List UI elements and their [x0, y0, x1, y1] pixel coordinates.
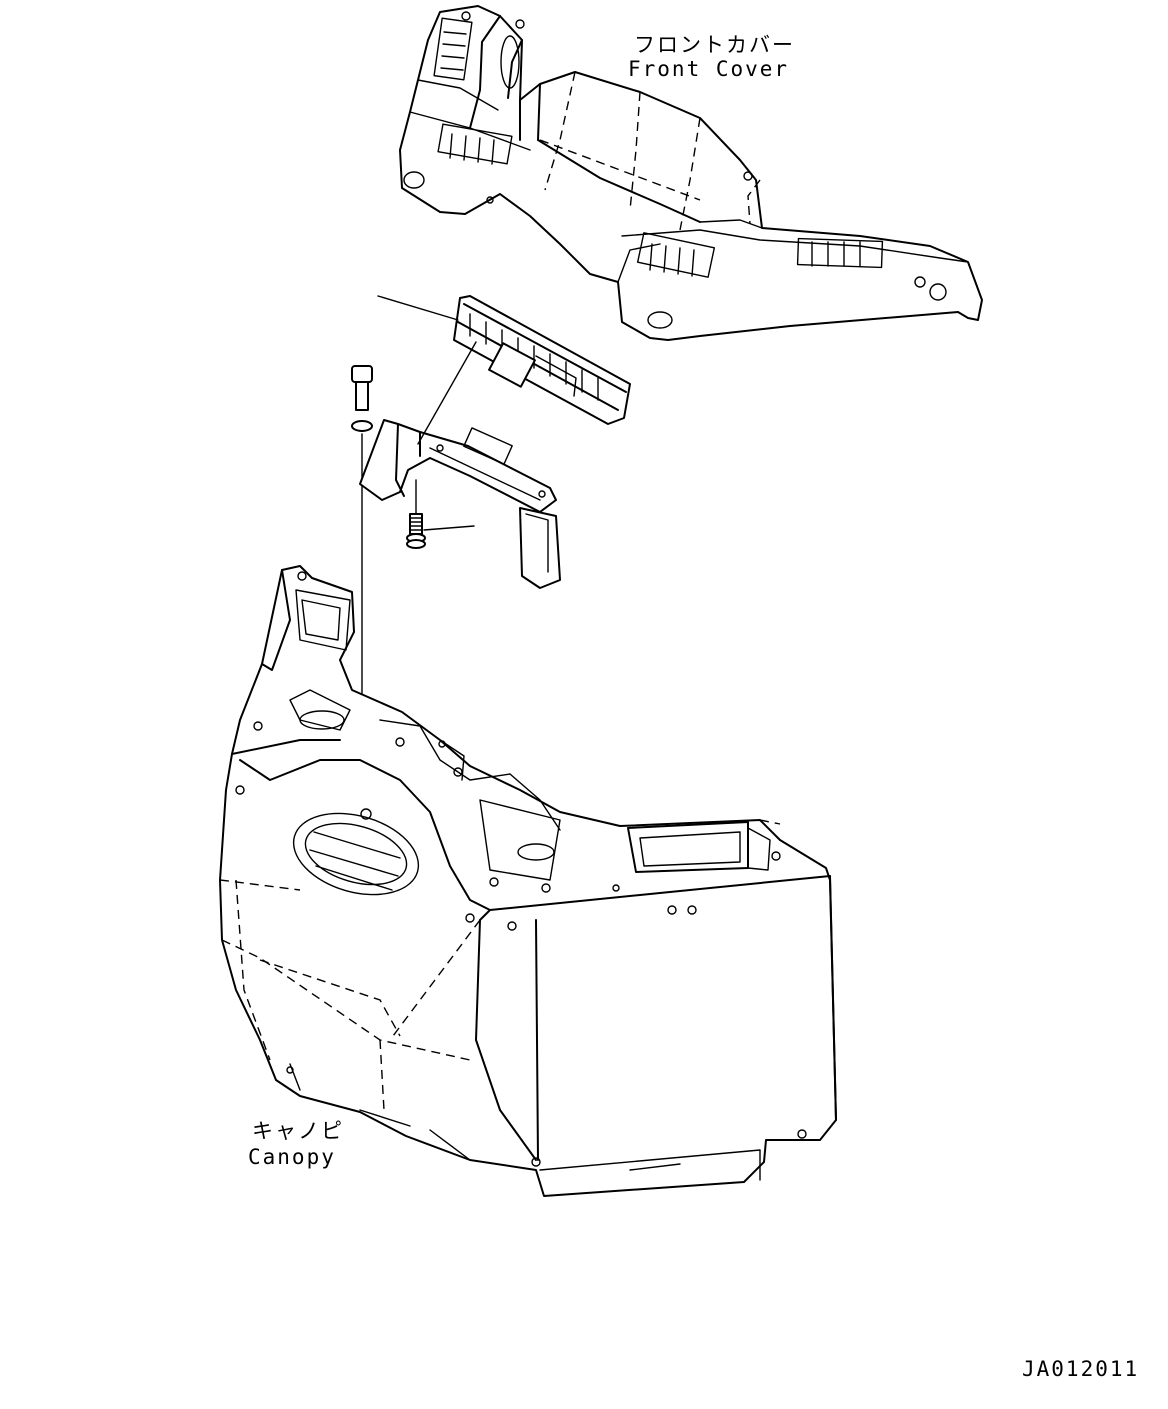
bolt-part	[351, 365, 373, 432]
canopy-label-en: Canopy	[248, 1145, 336, 1169]
monitor-part	[453, 295, 631, 425]
screw-leader-line	[423, 525, 475, 531]
front-cover-label-en: Front Cover	[628, 57, 790, 81]
canopy-label-jp: キャノピ	[252, 1119, 344, 1143]
drawing-number: JA012011	[1022, 1357, 1140, 1381]
front-cover-part	[399, 5, 983, 341]
mounting-bracket-part	[359, 419, 561, 589]
front-cover-label-jp: フロントカバー	[634, 33, 795, 57]
monitor-mount-line	[417, 341, 477, 445]
monitor-leader-line	[377, 295, 459, 321]
canopy-part	[219, 565, 837, 1197]
screw-part	[406, 513, 426, 549]
